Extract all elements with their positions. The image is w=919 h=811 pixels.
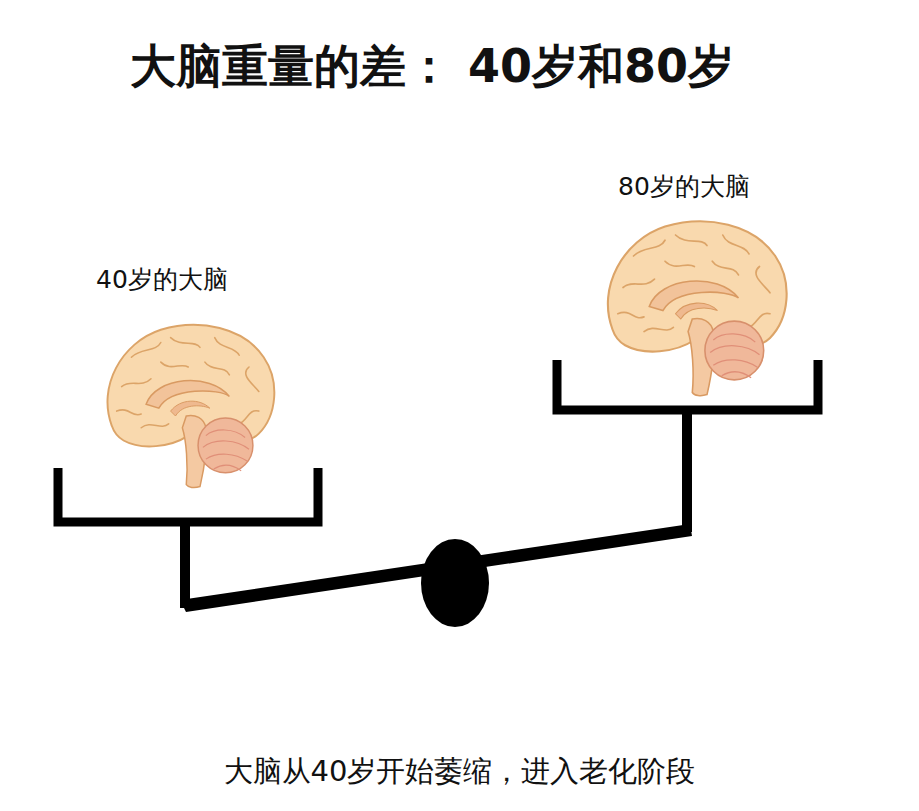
fulcrum [421,539,489,627]
caption: 大脑从40岁开始萎缩，进入老化阶段 [224,752,696,792]
brain-80 [608,221,787,395]
right-post [682,408,692,532]
brain-40 [107,325,274,488]
left-post [180,520,190,608]
title: 大脑重量的差： 40岁和80岁 [130,36,734,98]
right-pan [557,360,818,410]
brain-label: 80岁的大脑 [618,170,750,203]
brain-label: 40岁的大脑 [96,263,228,296]
